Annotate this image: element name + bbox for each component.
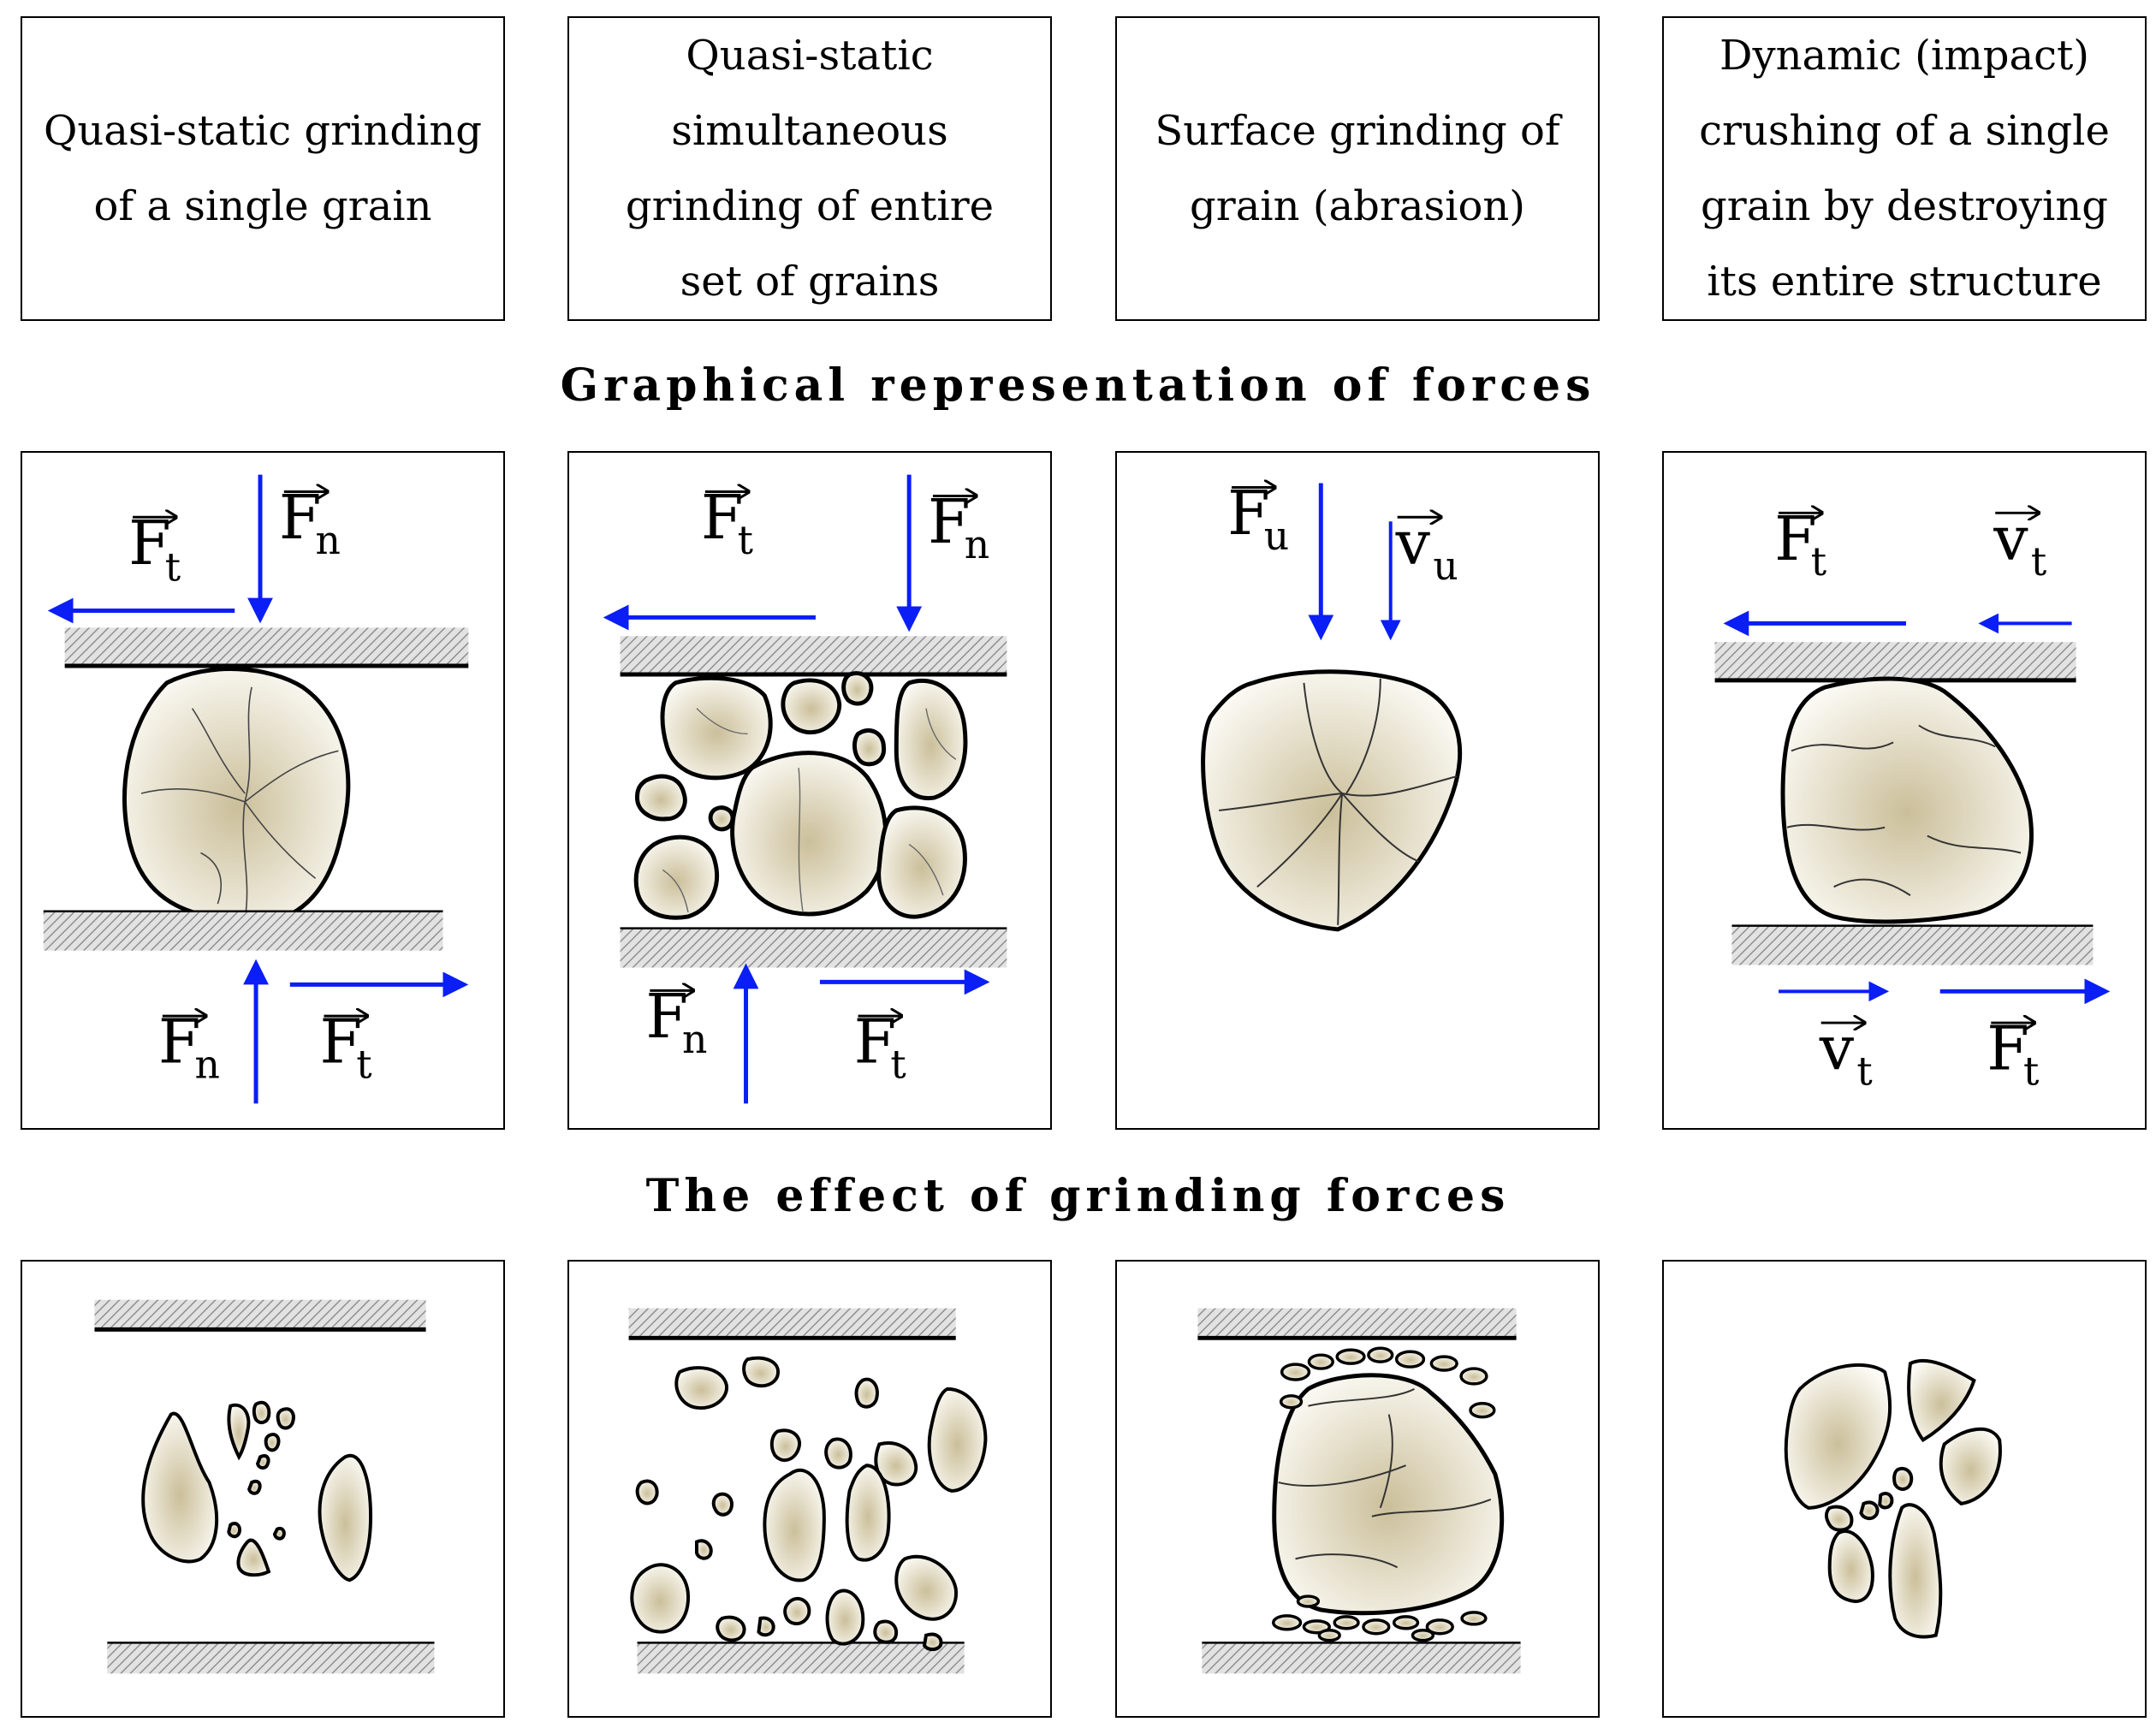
shattered-grain-pieces <box>1784 1358 2002 1639</box>
forces-diagram-abrasion: F u v u <box>1201 478 1463 932</box>
grain <box>1780 676 2034 924</box>
forces-diagram-single-grain: F t F n F n F t <box>43 474 469 1104</box>
grain-cracks <box>1219 678 1458 925</box>
svg-text:F: F <box>1774 503 1817 574</box>
forces-diagram-impact: F t v t v t F t <box>1714 503 2111 1095</box>
lower-plate-hatch <box>637 1643 965 1674</box>
label-Ft-bottom: F t <box>1987 1013 2039 1095</box>
upper-plate-hatch <box>94 1299 426 1330</box>
svg-text:u: u <box>1264 514 1289 559</box>
svg-text:F: F <box>854 1007 897 1078</box>
label-Ft-top: F t <box>701 482 753 563</box>
svg-text:F: F <box>320 1007 363 1078</box>
column-title-4: Dynamic (impact) crushing of a single gr… <box>1699 32 2110 306</box>
effect-diagram-single-grain <box>94 1299 435 1674</box>
grain-cracks <box>140 686 339 920</box>
label-Ft-bottom: F t <box>320 1007 372 1088</box>
grain-cracks <box>1786 724 2022 896</box>
upper-plate-hatch <box>1197 1308 1517 1339</box>
svg-text:F: F <box>928 486 971 557</box>
grain-set <box>633 671 968 920</box>
grain-fragments <box>630 1356 988 1652</box>
column-title-box-3: Surface grinding of grain (abrasion) <box>1115 16 1600 321</box>
column-title-box-1: Quasi-static grinding of a single grain <box>21 16 505 321</box>
label-vt-top: v t <box>1993 503 2046 585</box>
svg-text:n: n <box>682 1017 707 1062</box>
forces-panel-single-grain: F t F n F n F t <box>21 451 505 1130</box>
label-Fn-bottom: F n <box>645 981 707 1062</box>
lower-plate-hatch <box>620 929 1007 968</box>
svg-text:F: F <box>158 1007 201 1078</box>
forces-panel-impact: F t v t v t F t <box>1662 451 2147 1130</box>
label-Ft-bottom: F t <box>854 1007 906 1088</box>
label-Fn-top: F n <box>928 486 989 567</box>
column-title-1: Quasi-static grinding of a single grain <box>43 107 483 230</box>
forces-panel-set-of-grains: F t F n F n F t <box>567 451 1052 1130</box>
grain-fragments <box>141 1400 373 1583</box>
lower-plate-hatch <box>1202 1643 1521 1674</box>
grain <box>1201 669 1463 932</box>
lower-plate-hatch <box>107 1643 435 1674</box>
svg-text:F: F <box>128 508 171 579</box>
label-Fn-top: F n <box>279 482 341 563</box>
svg-text:v: v <box>1993 503 2028 574</box>
svg-text:F: F <box>1227 478 1270 549</box>
svg-text:u: u <box>1433 543 1458 589</box>
effect-panel-single-grain <box>21 1260 505 1718</box>
lower-plate-hatch <box>1731 926 2094 965</box>
svg-text:n: n <box>316 518 341 563</box>
upper-plate-hatch <box>628 1308 956 1339</box>
effect-diagram-set-of-grains <box>628 1308 988 1674</box>
svg-text:t: t <box>890 1042 906 1088</box>
label-vu: v u <box>1395 508 1458 589</box>
svg-text:t: t <box>738 518 753 563</box>
effect-panel-abrasion <box>1115 1260 1600 1718</box>
upper-plate-hatch <box>1714 642 2076 680</box>
forces-diagram-set-of-grains: F t F n F n F t <box>603 474 1007 1104</box>
column-title-box-4: Dynamic (impact) crushing of a single gr… <box>1662 16 2147 321</box>
svg-text:t: t <box>2031 539 2046 585</box>
grain-cracks <box>1278 1387 1492 1569</box>
svg-text:t: t <box>1856 1049 1872 1095</box>
grain-set-cracks <box>662 708 957 913</box>
lower-plate-hatch <box>43 912 443 951</box>
effect-diagram-abrasion <box>1197 1308 1521 1674</box>
svg-text:v: v <box>1395 508 1431 579</box>
label-vt-bottom: v t <box>1819 1013 1873 1095</box>
column-title-box-2: Quasi-static simultaneous grinding of en… <box>567 16 1052 321</box>
forces-panel-abrasion: F u v u <box>1115 451 1600 1130</box>
svg-text:F: F <box>645 981 688 1052</box>
svg-text:t: t <box>165 545 181 591</box>
column-title-3: Surface grinding of grain (abrasion) <box>1155 107 1560 230</box>
svg-text:t: t <box>2023 1049 2039 1095</box>
effect-panel-impact <box>1662 1260 2147 1718</box>
svg-text:n: n <box>195 1042 220 1088</box>
svg-text:v: v <box>1819 1013 1855 1084</box>
label-Ft-top: F t <box>1774 503 1826 585</box>
label-Ft-top: F t <box>128 508 181 591</box>
effect-section-title: The effect of grinding forces <box>645 1170 1511 1222</box>
svg-text:n: n <box>965 522 989 567</box>
effect-panel-set-of-grains <box>567 1260 1052 1718</box>
svg-text:t: t <box>1811 539 1826 585</box>
svg-text:t: t <box>356 1042 371 1088</box>
label-Fn-bottom: F n <box>158 1007 220 1088</box>
svg-text:F: F <box>701 482 744 553</box>
svg-text:F: F <box>279 482 322 553</box>
effect-diagram-impact <box>1784 1358 2002 1639</box>
abraded-grain <box>1272 1373 1505 1616</box>
svg-text:F: F <box>1987 1013 2029 1084</box>
grain <box>122 667 351 923</box>
column-title-2: Quasi-static simultaneous grinding of en… <box>625 32 995 306</box>
upper-plate-hatch <box>64 627 469 667</box>
upper-plate-hatch <box>620 636 1007 674</box>
label-Fu: F u <box>1227 478 1289 559</box>
abrasion-particles <box>1272 1346 1496 1642</box>
forces-section-title: Graphical representation of forces <box>560 359 1596 412</box>
